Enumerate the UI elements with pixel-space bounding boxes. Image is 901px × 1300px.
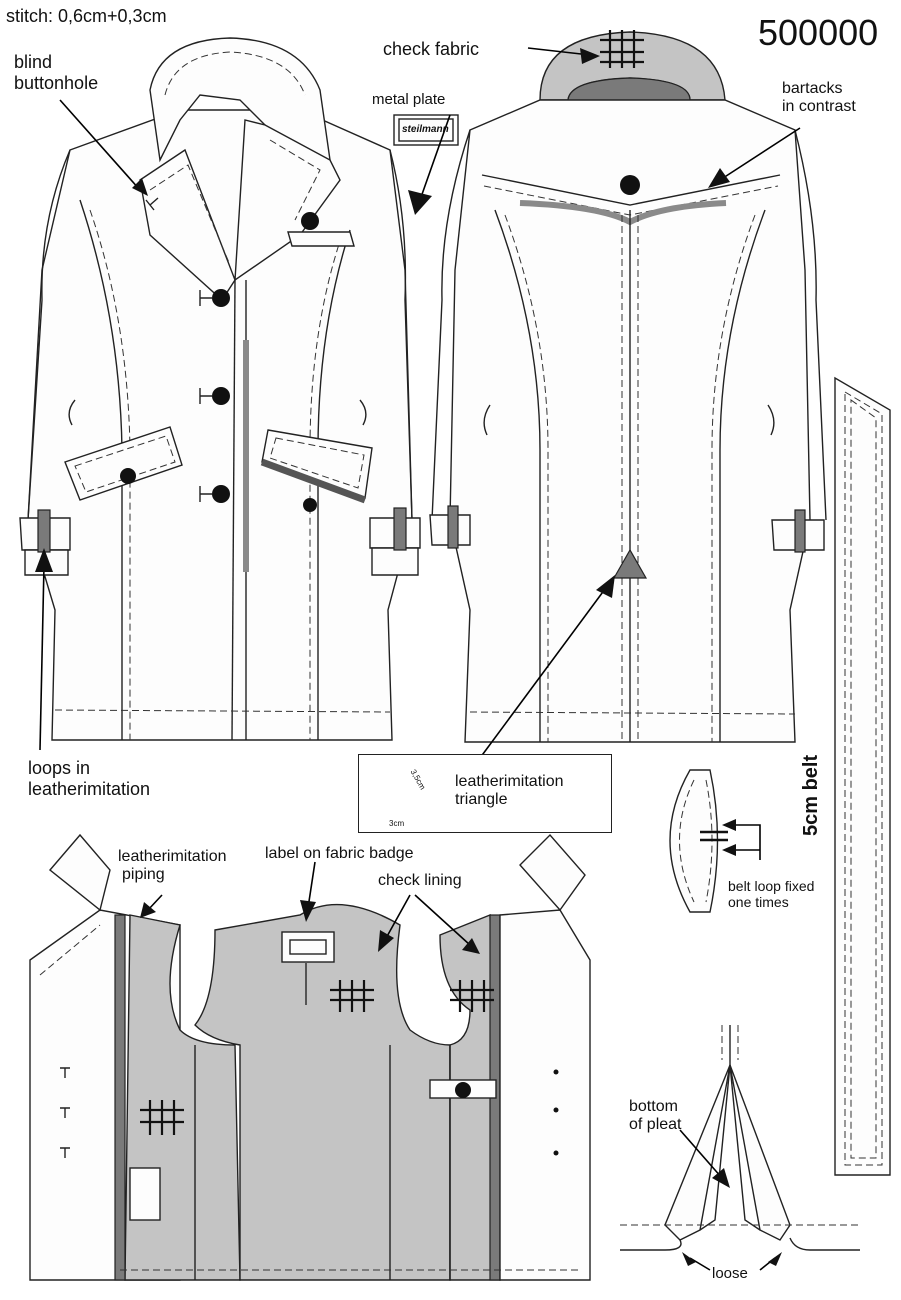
back-view [429, 31, 827, 743]
piping-label: leatherimitation piping [118, 848, 227, 884]
loose-label: loose [712, 1265, 748, 1282]
loops-label: loops in leatherimitation [28, 758, 151, 799]
belt-label: 5cm belt [800, 754, 822, 836]
triangle-dim-base: 3cm [389, 819, 405, 828]
fabric-badge-label: label on fabric badge [265, 845, 414, 862]
inside-view [29, 833, 591, 1281]
triangle-legend-box: 3,5cm 3cm leatherimitation triangle [358, 754, 612, 833]
style-code: 500000 [758, 12, 879, 53]
triangle-dim-side: 3,5cm [408, 767, 428, 792]
callout-arrows [35, 47, 801, 1271]
collar-check-pattern [600, 30, 644, 68]
front-view [19, 37, 459, 741]
blind-buttonhole-label: blind buttonhole [14, 52, 99, 93]
metal-plate-logo: steilmann [402, 124, 449, 135]
pleat-detail [620, 1025, 860, 1251]
bartacks-label: bartacks in contrast [782, 80, 856, 116]
pleat-label: bottom of pleat [629, 1098, 682, 1134]
belt [834, 376, 891, 1176]
metal-plate-label: metal plate [372, 91, 446, 108]
triangle-label: leatherimitation triangle [455, 773, 564, 809]
belt-loop [669, 769, 728, 913]
check-fabric-label: check fabric [383, 39, 480, 59]
stitch-label: stitch: 0,6cm+0,3cm [6, 6, 167, 26]
belt-loop-label: belt loop fixed one times [728, 878, 815, 911]
check-lining-label: check lining [378, 872, 462, 889]
